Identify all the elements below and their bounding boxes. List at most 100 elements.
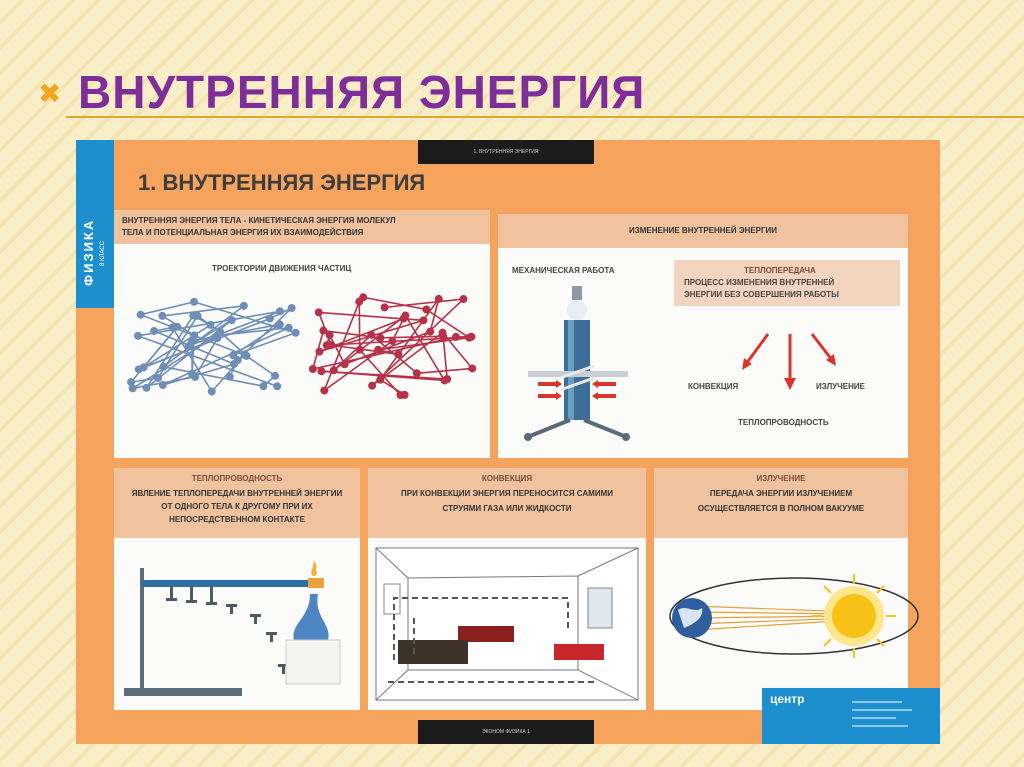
conduction-head-text: ТЕПЛОПРОВОДНОСТЬ — [191, 474, 283, 483]
slide-title: ВНУТРЕННЯЯ ЭНЕРГИЯ — [78, 66, 646, 118]
convection-line2: СТРУЯМИ ГАЗА ИЛИ ЖИДКОСТИ — [442, 504, 572, 513]
heat-transfer-box: ТЕПЛОПЕРЕДАЧА ПРОЦЕСС ИЗМЕНЕНИЯ ВНУТРЕНН… — [674, 260, 900, 306]
radiation-arrow-label: ИЗЛУЧЕНИЕ — [816, 382, 865, 391]
molecule-dot — [340, 360, 349, 369]
molecule-dot — [134, 331, 143, 340]
molecule-dot — [401, 311, 410, 320]
molecule-dot — [240, 350, 249, 359]
panel-conduction: ТЕПЛОПРОВОДНОСТЬ ЯВЛЕНИЕ ТЕПЛОПЕРЕДАЧИ В… — [114, 468, 360, 710]
molecule-dot — [380, 303, 389, 312]
molecule-dot — [127, 378, 136, 387]
bottom-bar-text: ЭКОНОМ ФИЗИКА 1 — [482, 729, 530, 735]
molecule-dot — [136, 310, 145, 319]
slide-title-area: ✖ ВНУТРЕННЯЯ ЭНЕРГИЯ — [38, 62, 1024, 122]
molecule-dot — [367, 330, 376, 339]
molecule-dot — [213, 334, 222, 343]
molecule-dot — [227, 316, 236, 325]
molecule-dot — [394, 350, 403, 359]
molecule-dot — [233, 356, 242, 365]
molecule-dot — [374, 345, 383, 354]
molecule-dot — [206, 320, 215, 329]
panel-convection: КОНВЕКЦИЯ ПРИ КОНВЕКЦИИ ЭНЕРГИЯ ПЕРЕНОСИ… — [368, 468, 646, 710]
molecule-dot — [412, 369, 421, 378]
molecule-dot — [158, 381, 167, 390]
molecule-dot — [368, 381, 377, 390]
molecule-dot — [284, 323, 293, 332]
mech-work-label: МЕХАНИЧЕСКАЯ РАБОТА — [512, 266, 615, 275]
molecule-dot — [419, 316, 428, 325]
molecule-dot — [434, 294, 443, 303]
conduction-illustration — [124, 560, 341, 696]
trajectory-segment — [312, 336, 457, 370]
molecule-dot — [291, 328, 300, 337]
molecule-dot — [259, 382, 268, 391]
trajectory-segment — [371, 298, 465, 387]
change-head-text: ИЗМЕНЕНИЕ ВНУТРЕННЕЙ ЭНЕРГИИ — [628, 226, 778, 235]
trajectory-segment — [333, 334, 372, 371]
trajectory-segment — [425, 308, 470, 339]
molecule-dot — [314, 308, 323, 317]
trajectory-segment — [442, 336, 448, 380]
title-rule — [66, 116, 1024, 118]
trajectory-segment — [143, 324, 211, 369]
trajectory-segment — [162, 327, 290, 386]
molecule-trajectories — [127, 293, 477, 400]
trajectory-segment — [429, 298, 440, 332]
molecule-dot — [159, 362, 168, 371]
trajectory-segment — [441, 332, 473, 369]
convection-line1: ПРИ КОНВЕКЦИИ ЭНЕРГИЯ ПЕРЕНОСИТСЯ САМИМИ — [400, 489, 613, 498]
molecule-dot — [329, 366, 338, 375]
convection-head: КОНВЕКЦИЯ ПРИ КОНВЕКЦИИ ЭНЕРГИЯ ПЕРЕНОСИ… — [368, 468, 646, 538]
poster-title: 1. ВНУТРЕННЯЯ ЭНЕРГИЯ — [138, 170, 426, 195]
molecule-dot — [225, 372, 234, 381]
trajectory-segment — [163, 366, 264, 387]
trajectory-segment — [416, 367, 473, 375]
bullet-icon: ✖ — [38, 78, 62, 109]
molecule-dot — [308, 365, 317, 374]
bottom-black-bar: ЭКОНОМ ФИЗИКА 1 — [418, 720, 594, 744]
molecule-dot — [440, 376, 449, 385]
logo-detail-lines — [852, 701, 912, 727]
molecule-dot — [426, 327, 435, 336]
molecule-dot — [355, 345, 364, 354]
definition-line1: ВНУТРЕННЯЯ ЭНЕРГИЯ ТЕЛА - КИНЕТИЧЕСКАЯ Э… — [122, 216, 396, 225]
molecule-dot — [190, 297, 199, 306]
trajectories-label: ТРОЕКТОРИИ ДВИЖЕНИЯ ЧАСТИЦ — [212, 264, 352, 273]
radiation-illustration — [669, 574, 919, 658]
molecule-dot — [134, 365, 143, 374]
mechanical-apparatus — [524, 286, 836, 441]
trajectory-segment — [371, 332, 444, 387]
publisher-logo: центр — [770, 692, 805, 706]
heat-transfer-line2: ЭНЕРГИИ БЕЗ СОВЕРШЕНИЯ РАБОТЫ — [684, 290, 839, 299]
molecule-dot — [422, 305, 431, 314]
conduction-line2: ОТ ОДНОГО ТЕЛА К ДРУГОМУ ПРИ ИХ — [161, 502, 313, 511]
top-bar-text: 1. ВНУТРЕННЯЯ ЭНЕРГИЯ — [473, 149, 539, 155]
trajectory-segment — [194, 337, 219, 378]
molecule-dot — [273, 382, 282, 391]
molecule-dot — [271, 371, 280, 380]
trajectory-segment — [171, 327, 213, 392]
molecule-dot — [128, 384, 137, 393]
top-black-bar: 1. ВНУТРЕННЯЯ ЭНЕРГИЯ — [418, 140, 594, 164]
molecule-dot — [317, 367, 326, 376]
panel-definition: ВНУТРЕННЯЯ ЭНЕРГИЯ ТЕЛА - КИНЕТИЧЕСКАЯ Э… — [114, 210, 490, 458]
molecule-dot — [438, 328, 447, 337]
molecule-dot — [467, 332, 476, 341]
molecule-dot — [191, 372, 200, 381]
trajectory-segment — [162, 363, 235, 386]
molecule-dot — [190, 331, 199, 340]
poster-sidebar: ФИЗИКА 8 КЛАСС — [76, 140, 114, 308]
convection-head-text: КОНВЕКЦИЯ — [481, 474, 533, 483]
trajectory-segment — [191, 323, 281, 342]
molecule-dot — [322, 341, 331, 350]
molecule-dot — [150, 326, 159, 335]
molecule-dot — [168, 323, 177, 332]
convection-arrow-label: КОНВЕКЦИЯ — [688, 382, 739, 391]
trajectory-segment — [363, 296, 427, 311]
molecule-dot — [287, 304, 296, 313]
definition-line2: ТЕЛА И ПОТЕНЦИАЛЬНАЯ ЭНЕРГИЯ ИХ ВЗАИМОДЕ… — [122, 228, 364, 237]
molecule-dot — [193, 311, 202, 320]
trajectory-segment — [328, 334, 346, 365]
trajectory-segment — [162, 305, 244, 317]
molecule-dot — [142, 383, 151, 392]
